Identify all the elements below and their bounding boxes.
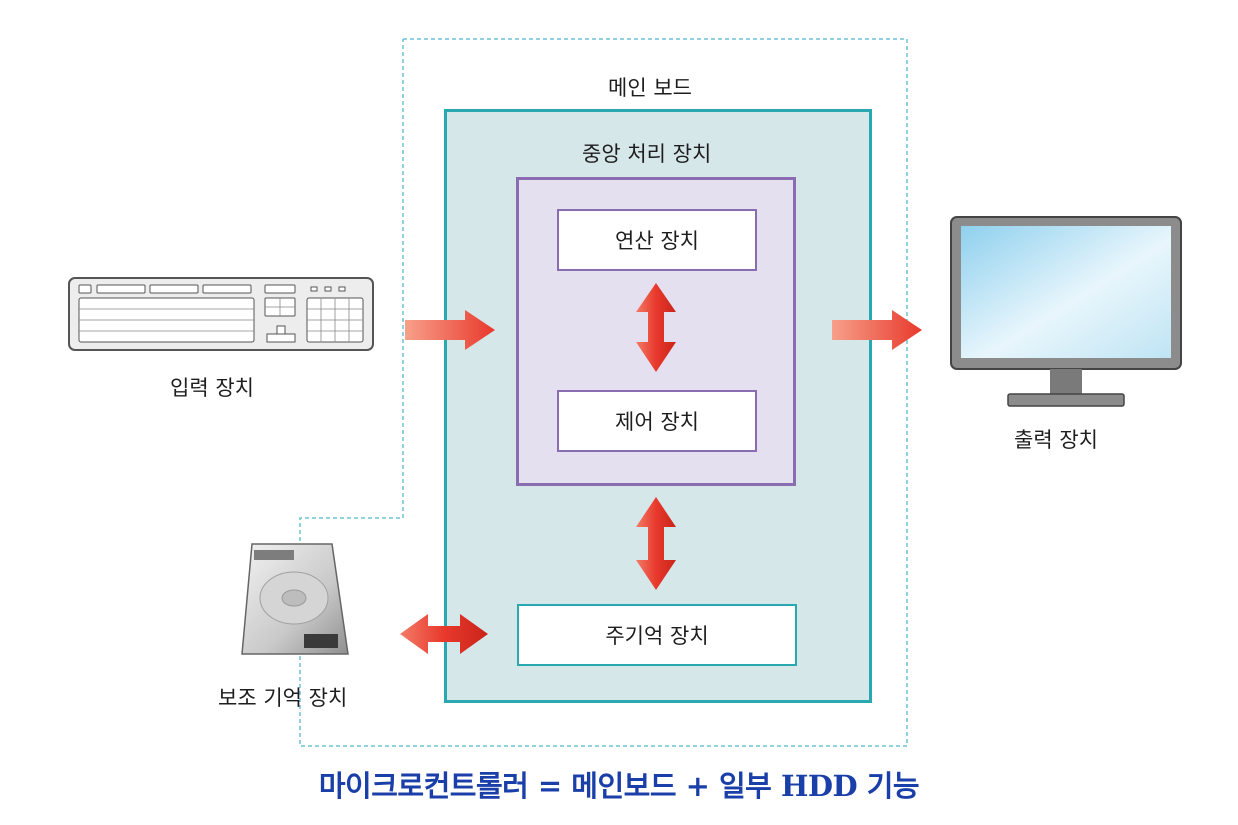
output-device-label: 출력 장치	[1014, 428, 1098, 452]
hard-disk-icon	[241, 543, 349, 655]
control-unit-box: 제어 장치	[557, 390, 757, 452]
storage-memory-arrow-icon	[400, 614, 488, 654]
main-board-label: 메인 보드	[608, 76, 692, 100]
cpu-label: 중앙 처리 장치	[582, 142, 712, 166]
monitor-icon	[950, 216, 1182, 407]
alu-box: 연산 장치	[557, 209, 757, 271]
cpu-memory-arrow-icon	[636, 497, 676, 590]
alu-control-arrow-icon	[636, 283, 676, 372]
main-memory-box: 주기억 장치	[517, 604, 797, 666]
input-arrow-icon	[405, 310, 495, 350]
footer-formula: 마이크로컨트롤러 = 메인보드 + 일부 HDD 기능	[318, 769, 920, 803]
secondary-storage-label: 보조 기억 장치	[218, 686, 348, 710]
input-device-label: 입력 장치	[170, 376, 254, 400]
keyboard-icon	[68, 277, 374, 351]
output-arrow-icon	[832, 310, 922, 350]
